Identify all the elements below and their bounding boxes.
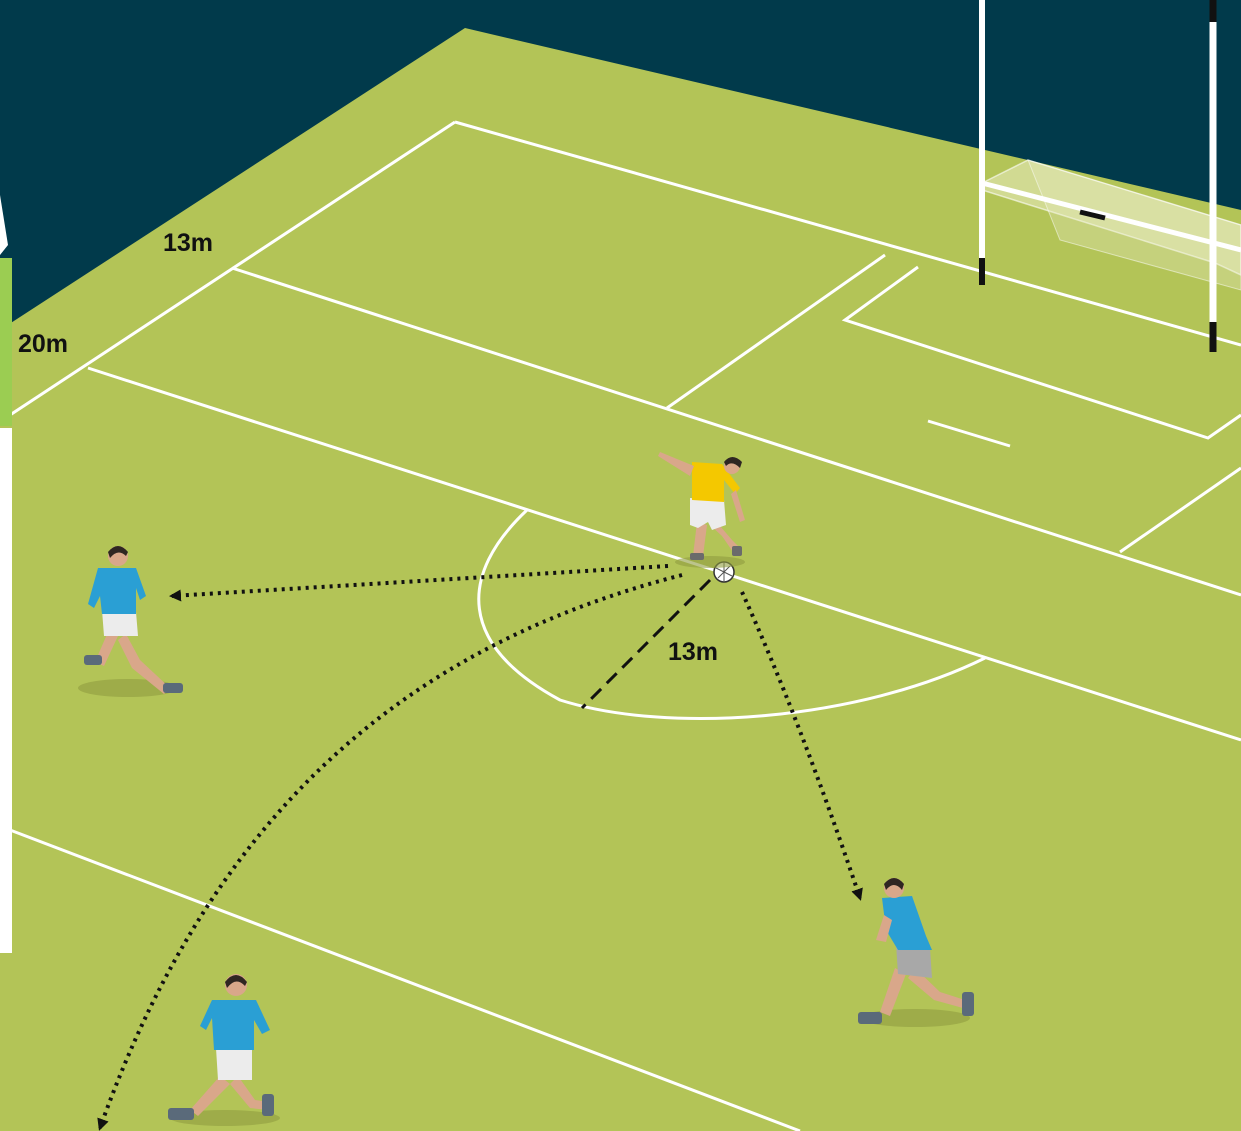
distance-label-13m-arc: 13m [668,640,718,665]
distance-label-20m: 20m [18,332,68,357]
distance-label-13m-top: 13m [163,231,213,256]
side-marker-white [0,428,12,953]
side-marker-green [0,258,12,426]
